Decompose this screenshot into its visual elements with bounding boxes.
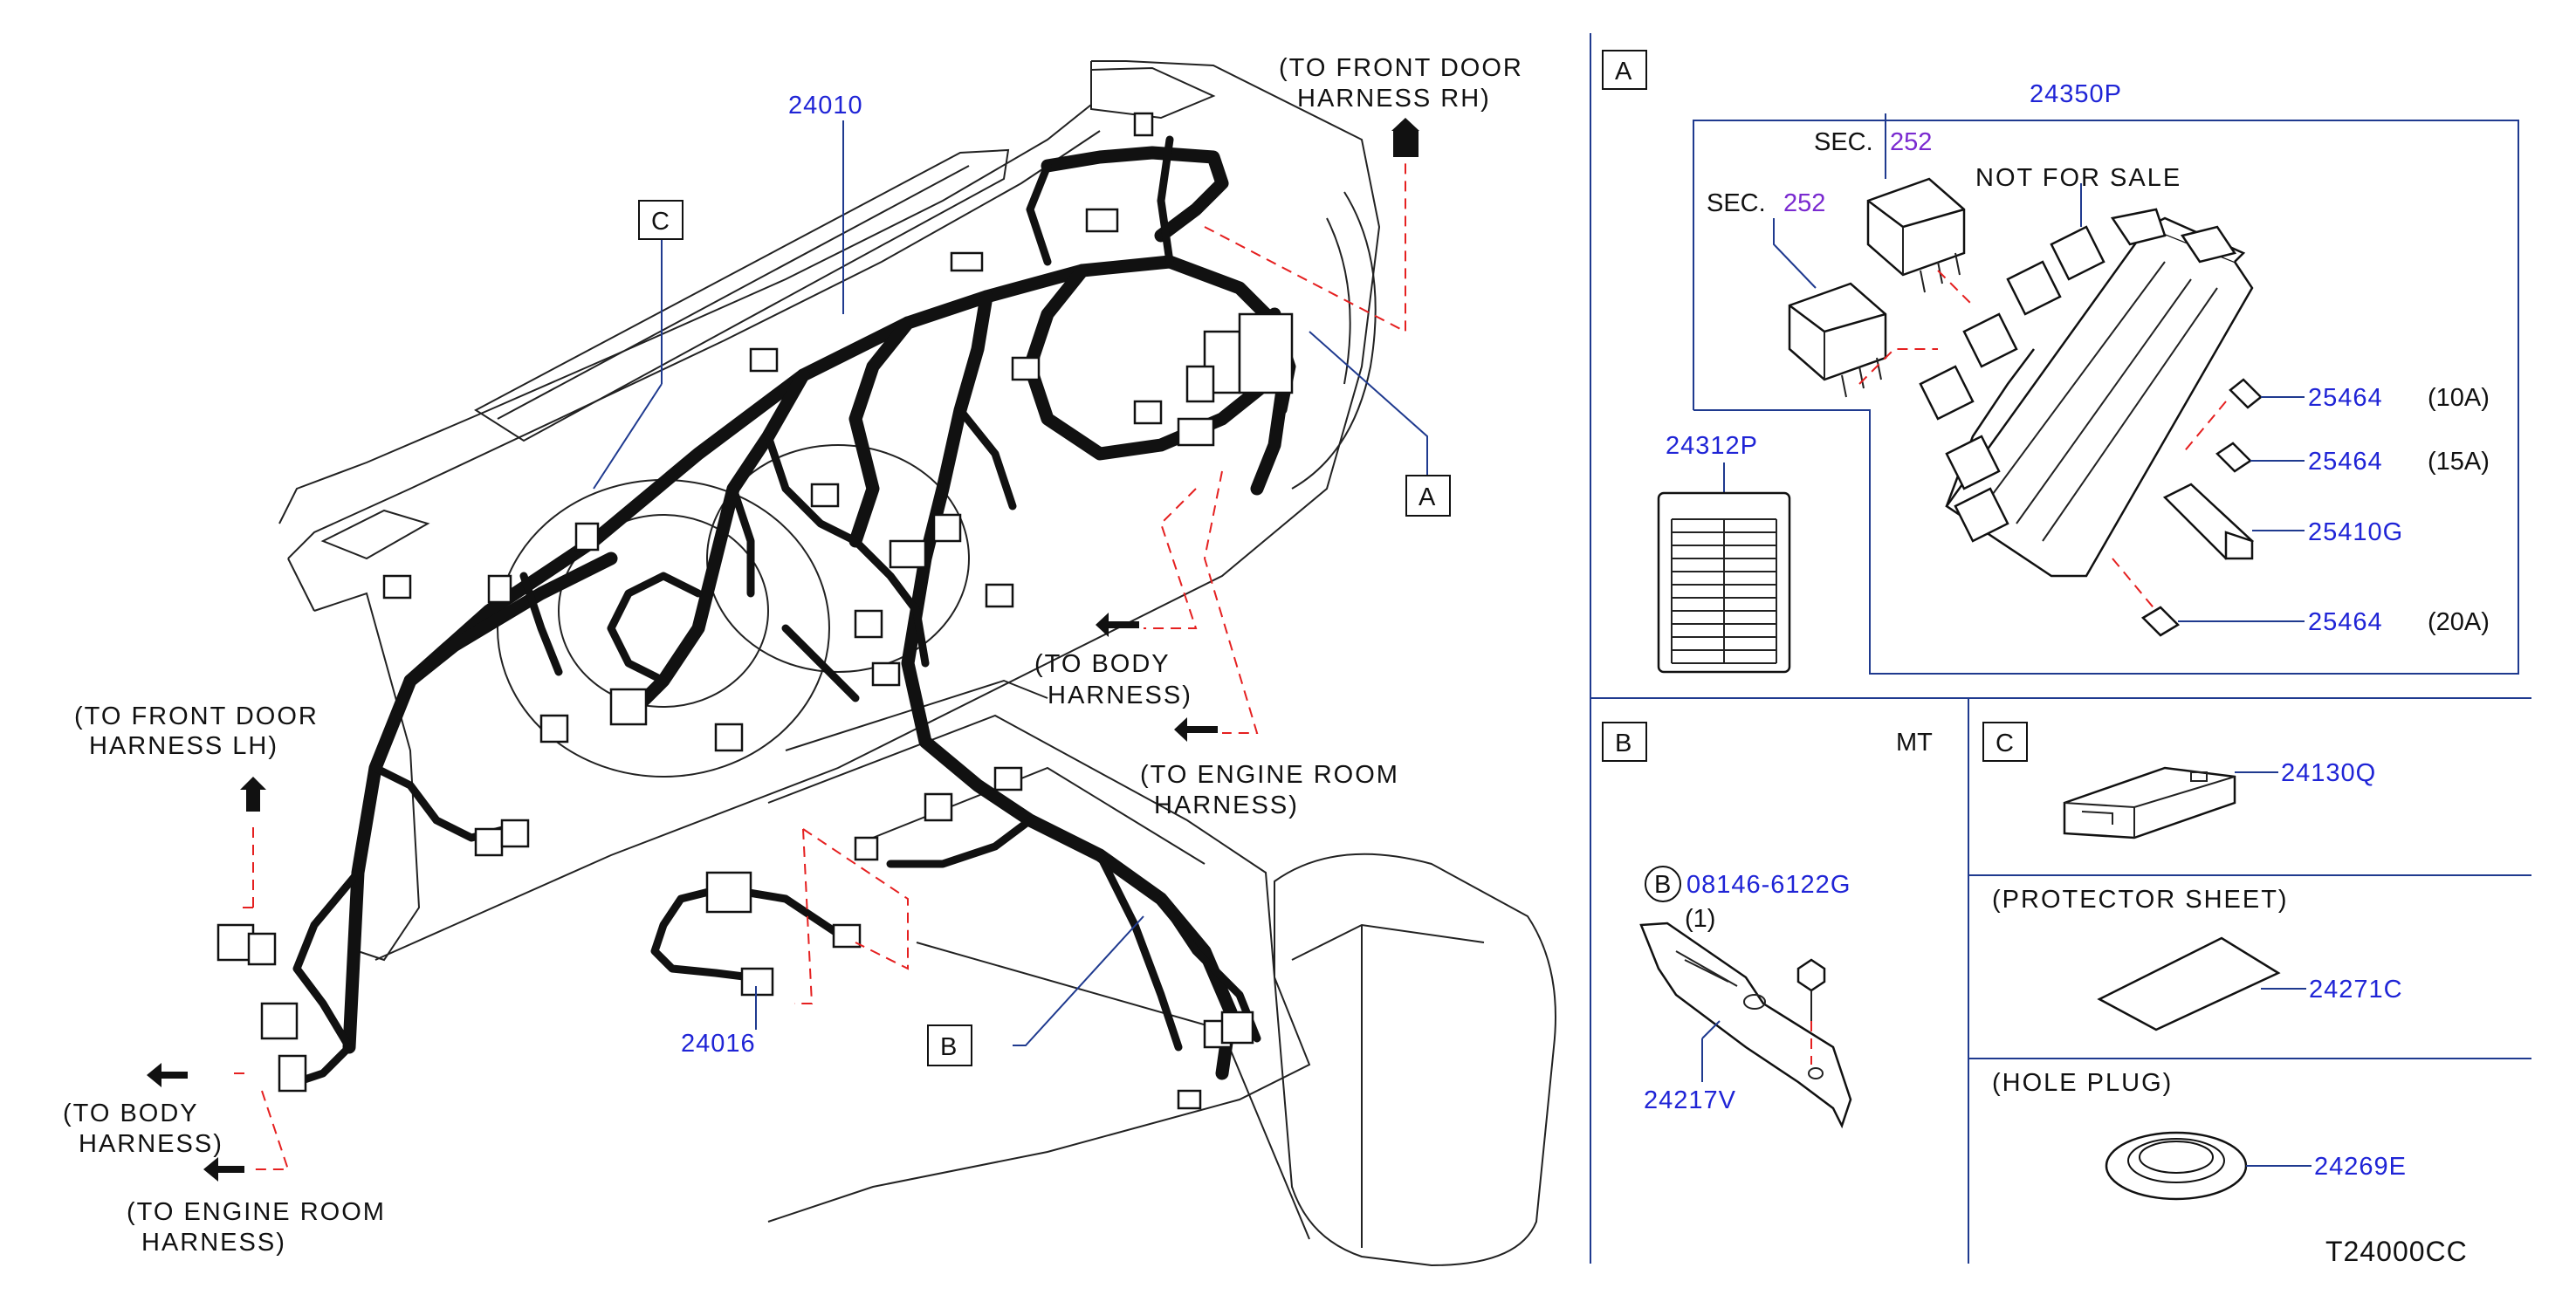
dashed-guides-main	[227, 140, 1406, 1170]
arrow-left-icon	[1096, 613, 1139, 637]
variant-label: MT	[1896, 729, 1933, 757]
fuse-label-card-icon	[1657, 491, 1791, 674]
clip-icon	[2063, 766, 2236, 839]
to-body-mid-line2: HARNESS)	[1048, 682, 1192, 709]
arrow-up-icon	[1393, 131, 1419, 157]
main-harness	[292, 135, 1296, 1086]
bolt-quantity: (1)	[1685, 905, 1715, 933]
callout-box-c	[638, 200, 683, 240]
hole-plug-title: (HOLE PLUG)	[1992, 1069, 2173, 1097]
to-body-left-line1: (TO BODY	[63, 1100, 199, 1127]
part-number-24312p: 24312P	[1666, 432, 1758, 460]
to-body-mid-line1: (TO BODY	[1034, 650, 1171, 678]
diagram-code: T24000CC	[2325, 1236, 2468, 1267]
fuse-icon	[2140, 606, 2181, 637]
protector-sheet-part: 24271C	[2309, 976, 2403, 1004]
to-front-door-rh-line2: HARNESS RH)	[1297, 85, 1491, 113]
fuse-rating-10a: (10A)	[2428, 384, 2490, 412]
part-number-24350p: 24350P	[2030, 80, 2122, 108]
sec-label-lower: SEC.	[1707, 189, 1766, 217]
panel-b-letter-box	[1602, 722, 1647, 762]
part-number-24016: 24016	[681, 1030, 756, 1058]
fuse-puller-part: 25410G	[2308, 518, 2403, 546]
callout-c-label: C	[651, 208, 670, 236]
to-front-door-lh-line2: HARNESS LH)	[89, 732, 278, 760]
fuse-icon	[2215, 442, 2252, 473]
relay-icon	[1788, 282, 1887, 398]
bolt-marker-circle	[1645, 866, 1681, 902]
fuse-block-icon	[1919, 208, 2254, 578]
relay-icon	[1866, 177, 1966, 293]
to-front-door-lh-line1: (TO FRONT DOOR	[74, 702, 319, 730]
fuse-icon	[2229, 378, 2263, 409]
direction-arrows	[147, 118, 1419, 1182]
bracket-part-number: 24217V	[1644, 1086, 1736, 1114]
protector-sheet-icon	[2097, 936, 2281, 1031]
panel-c: C 24130Q (PROTECTOR SHEET) 24271C (HOLE …	[1982, 722, 2407, 1201]
panel-a-letter: A	[1615, 58, 1632, 86]
callout-box-a	[1405, 475, 1451, 517]
sec-number-lower: 252	[1783, 189, 1825, 217]
panel-b: B MT B 08146-6122G (1) 24217V	[1602, 722, 1933, 1129]
protector-sheet-title: (PROTECTOR SHEET)	[1992, 886, 2289, 914]
to-front-door-rh-line1: (TO FRONT DOOR	[1279, 54, 1523, 82]
to-engine-left-line2: HARNESS)	[141, 1229, 286, 1257]
to-engine-mid-line2: HARNESS)	[1154, 791, 1299, 819]
fuse-icon	[2162, 483, 2255, 560]
fuse-block-frame	[1693, 120, 2519, 675]
bracket-icon	[1639, 922, 1852, 1129]
not-for-sale-label: NOT FOR SALE	[1975, 164, 2181, 192]
sub-harness-24016	[650, 871, 862, 997]
hole-plug-part: 24269E	[2314, 1153, 2407, 1181]
fuse-part-20a: 25464	[2308, 608, 2383, 636]
arrow-up-icon	[246, 790, 260, 812]
sec-label-upper: SEC.	[1814, 128, 1873, 156]
to-body-left-line2: HARNESS)	[79, 1130, 223, 1158]
callout-b-label: B	[940, 1033, 957, 1061]
sec-number-upper: 252	[1890, 128, 1932, 156]
arrow-left-icon	[1174, 717, 1218, 742]
callout-a-label: A	[1419, 483, 1436, 511]
panel-a: A 24350P SEC. 252 SEC. 252 NOT FOR SALE	[1602, 50, 2519, 675]
bolt-icon	[1796, 958, 1826, 1021]
callout-box-b	[927, 1024, 972, 1066]
hole-plug-icon	[2105, 1131, 2248, 1201]
arrow-left-icon	[203, 1157, 244, 1182]
fuse-rating-20a: (20A)	[2428, 608, 2490, 636]
harness-connectors	[216, 112, 1294, 1110]
arrow-left-icon	[147, 1063, 188, 1087]
panel-c-letter-box	[1982, 722, 2028, 762]
bolt-part-number: 08146-6122G	[1686, 871, 1851, 899]
fuse-part-15a: 25464	[2308, 448, 2383, 476]
fuse-rating-15a: (15A)	[2428, 448, 2490, 476]
panel-dividers	[1590, 33, 2531, 1264]
fuse-part-10a: 25464	[2308, 384, 2383, 412]
leader-lines-main	[593, 120, 1428, 1046]
panel-c-letter: C	[1996, 730, 2014, 757]
to-engine-left-line1: (TO ENGINE ROOM	[127, 1198, 386, 1226]
clip-part-number: 24130Q	[2281, 759, 2376, 787]
panel-a-letter-box	[1602, 50, 1647, 90]
bolt-marker-letter: B	[1654, 871, 1671, 899]
panel-b-letter: B	[1615, 730, 1631, 757]
to-engine-mid-line1: (TO ENGINE ROOM	[1140, 761, 1399, 789]
main-labels: 24010 24016 C A B (TO FRONT DOOR HARNESS…	[63, 54, 1523, 1257]
part-number-24010: 24010	[788, 92, 863, 120]
dashboard-outline	[278, 60, 1556, 1267]
